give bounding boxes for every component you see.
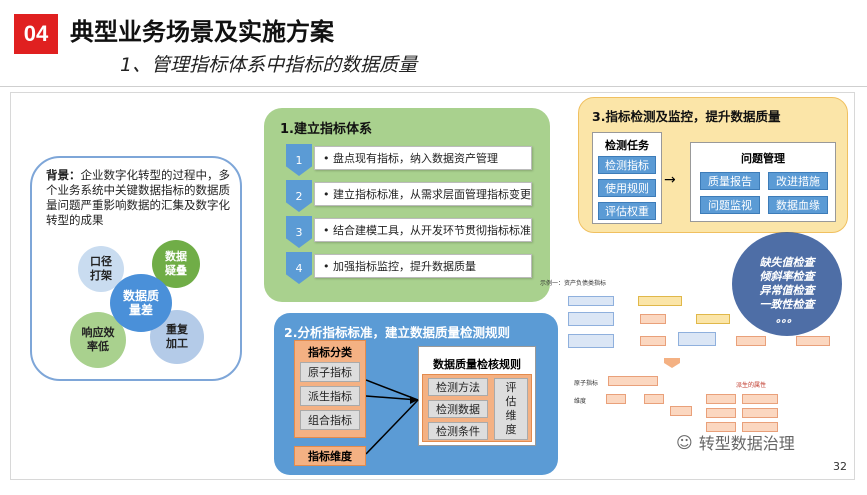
wechat-icon: ☺	[676, 432, 693, 452]
circle-top-left: 口径打架	[78, 246, 124, 292]
page-subtitle: 1、管理指标体系中指标的数据质量	[120, 54, 418, 76]
circle-top-right: 数据疑叠	[152, 240, 200, 288]
mini-label-dimension: 维度	[574, 398, 587, 405]
step4-item: • 加强指标监控，提升数据质量	[314, 254, 532, 278]
check-missing: 缺失值检查	[759, 256, 815, 269]
issue-monitor: 问题监视	[700, 196, 760, 214]
mini-box-15	[742, 394, 778, 404]
check-skew: 倾斜率检查	[759, 270, 815, 283]
category-atomic: 原子指标	[300, 362, 360, 382]
task-check-indicator: 检测指标	[598, 156, 656, 174]
circle-top-right-label: 数据疑叠	[165, 250, 187, 277]
issue-improve: 改进措施	[768, 172, 828, 190]
step1-item: • 盘点现有指标，纳入数据资产管理	[314, 146, 532, 170]
dimension-box: 指标维度	[294, 446, 366, 466]
slide-frame	[10, 92, 855, 480]
arrow-line-2	[366, 395, 419, 401]
circle-center-label: 数据质量差	[122, 289, 159, 317]
watermark: ☺ 转型数据治理	[676, 430, 795, 454]
task-use-rules: 使用规则	[598, 179, 656, 197]
check-more: 。。。	[776, 312, 798, 325]
rule-method: 检测方法	[428, 378, 488, 396]
check-types-circle	[732, 232, 842, 336]
mini-example-label: 示例一：资产负债类指标	[540, 280, 607, 287]
arrow-head	[410, 396, 418, 404]
circle-bottom-left-label: 响应效率低	[81, 326, 115, 353]
task-arrow-icon: →	[664, 172, 676, 188]
circle-top-left-label: 口径打架	[90, 255, 112, 282]
mini-label-atomic: 原子指标	[574, 380, 599, 387]
background-body: 企业数字化转型的过程中，多个业务系统中关键数据指标的数据质量问题严重影响数据的汇…	[46, 168, 230, 227]
arrow-line-1	[366, 379, 419, 401]
rules-title: 数据质量检核规则	[433, 358, 521, 371]
mini-box-13	[644, 394, 664, 404]
category-derived: 派生指标	[300, 386, 360, 406]
task-title: 检测任务	[605, 139, 649, 152]
step3-item: • 结合建模工具，从开发环节贯彻指标标准	[314, 218, 532, 242]
mini-box-2	[638, 296, 682, 306]
mini-box-11	[608, 376, 658, 386]
mini-box-6	[568, 334, 614, 348]
mini-label-derived-attr: 派生的属性	[736, 382, 767, 389]
mini-box-7	[640, 336, 666, 346]
issue-lineage: 数据血缘	[768, 196, 828, 214]
watermark-text: 转型数据治理	[698, 434, 795, 453]
mini-box-12	[606, 394, 626, 404]
mini-box-20	[742, 422, 778, 432]
step2-item: • 建立指标标准，从需求层面管理指标变更	[314, 182, 532, 206]
circle-center: 数据质量差	[110, 274, 172, 332]
mini-connector	[664, 358, 680, 368]
mini-box-4	[640, 314, 666, 324]
arrow-line-3	[366, 399, 419, 455]
background-panel	[30, 156, 242, 381]
eval-dimension: 评估维度	[494, 378, 528, 440]
page-number: 32	[833, 460, 847, 473]
header-divider	[0, 86, 867, 87]
page-title: 典型业务场景及实施方案	[70, 18, 334, 46]
check-outlier: 异常值检查	[759, 284, 815, 297]
rule-condition: 检测条件	[428, 422, 488, 440]
task-eval-weight: 评估权重	[598, 202, 656, 220]
mini-box-1	[568, 296, 614, 306]
mini-box-5	[696, 314, 730, 324]
mini-box-16	[670, 406, 692, 416]
eval-dimension-label: 评估维度	[505, 381, 517, 436]
mini-box-17	[706, 408, 736, 418]
section3-title: 3.指标检测及监控，提升数据质量	[592, 109, 781, 124]
mini-box-14	[706, 394, 736, 404]
section2-title: 2.分析指标标准，建立数据质量检测规则	[284, 325, 510, 340]
background-label: 背景：	[46, 168, 81, 182]
category-composite: 组合指标	[300, 410, 360, 430]
category-title: 指标分类	[308, 346, 352, 359]
mini-box-3	[568, 312, 614, 326]
mini-box-8	[678, 332, 716, 346]
mini-box-18	[742, 408, 778, 418]
circle-bottom-right-label: 重复加工	[166, 323, 188, 350]
check-consistency: 一致性检查	[759, 298, 815, 311]
section1-title: 1.建立指标体系	[280, 122, 372, 137]
issue-title: 问题管理	[741, 152, 785, 165]
mini-box-9	[736, 336, 766, 346]
arrows-svg	[366, 379, 419, 455]
background-text: 背景：企业数字化转型的过程中，多个业务系统中关键数据指标的数据质量问题严重影响数…	[46, 168, 232, 228]
section-badge: 04	[14, 14, 58, 54]
mini-box-19	[706, 422, 736, 432]
mini-box-10	[796, 336, 830, 346]
issue-report: 质量报告	[700, 172, 760, 190]
rule-data: 检测数据	[428, 400, 488, 418]
